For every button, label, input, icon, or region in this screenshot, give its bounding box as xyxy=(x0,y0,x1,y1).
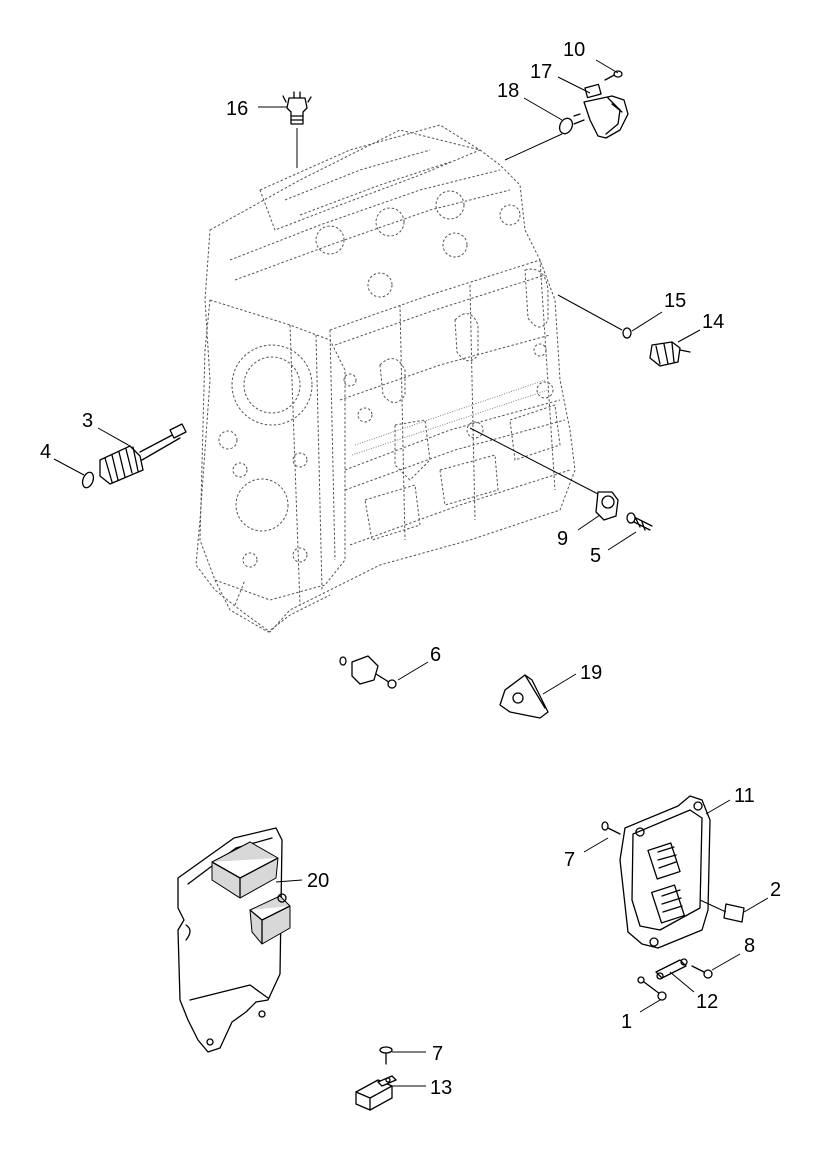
part-15-plug xyxy=(557,294,663,339)
part-13-connector xyxy=(355,1075,426,1111)
part-12-bracket xyxy=(655,958,695,993)
part-5-bolt xyxy=(607,512,653,551)
callout-labels: 16 10 17 18 15 14 3 4 9 5 6 19 11 7 2 8 … xyxy=(40,39,781,1099)
callout-8: 8 xyxy=(744,935,755,957)
part-2-label xyxy=(699,897,769,923)
callout-4: 4 xyxy=(40,441,51,463)
callout-1: 1 xyxy=(621,1011,632,1033)
part-7-screw-ecu xyxy=(583,821,621,853)
callout-7-connector: 7 xyxy=(432,1043,443,1065)
callout-2: 2 xyxy=(770,879,781,901)
callout-3: 3 xyxy=(82,410,93,432)
callout-17: 17 xyxy=(530,61,552,83)
callout-10: 10 xyxy=(563,39,585,61)
part-4-o-ring xyxy=(53,458,95,489)
part-3-crank-sensor xyxy=(97,423,187,485)
engine-block xyxy=(195,124,576,633)
callout-11: 11 xyxy=(734,785,755,807)
callout-16: 16 xyxy=(226,98,248,120)
part-20-cover xyxy=(177,827,303,1053)
callout-13: 13 xyxy=(430,1077,452,1099)
callout-7-ecu: 7 xyxy=(564,849,575,871)
callout-12: 12 xyxy=(696,991,718,1013)
part-18-o-ring xyxy=(504,97,574,161)
callout-19: 19 xyxy=(580,662,602,684)
part-1-screw xyxy=(637,976,667,1013)
part-14-sensor xyxy=(649,329,701,367)
callout-5: 5 xyxy=(590,545,601,567)
part-8-screw xyxy=(691,953,741,979)
part-11-ecu xyxy=(619,795,731,949)
callout-9: 9 xyxy=(557,528,568,550)
part-16-sender xyxy=(258,91,312,168)
callout-6: 6 xyxy=(430,644,441,666)
callout-15: 15 xyxy=(664,290,686,312)
part-6-sensor xyxy=(339,655,429,689)
callout-14: 14 xyxy=(702,311,724,333)
part-19-bracket xyxy=(499,673,577,719)
part-9-spacer xyxy=(469,427,619,531)
callout-20: 20 xyxy=(307,870,329,892)
callout-18: 18 xyxy=(497,80,519,102)
part-17-sensor-assembly xyxy=(557,76,629,139)
part-7-screw-connector xyxy=(379,1046,426,1065)
part-10-screw xyxy=(595,59,623,81)
